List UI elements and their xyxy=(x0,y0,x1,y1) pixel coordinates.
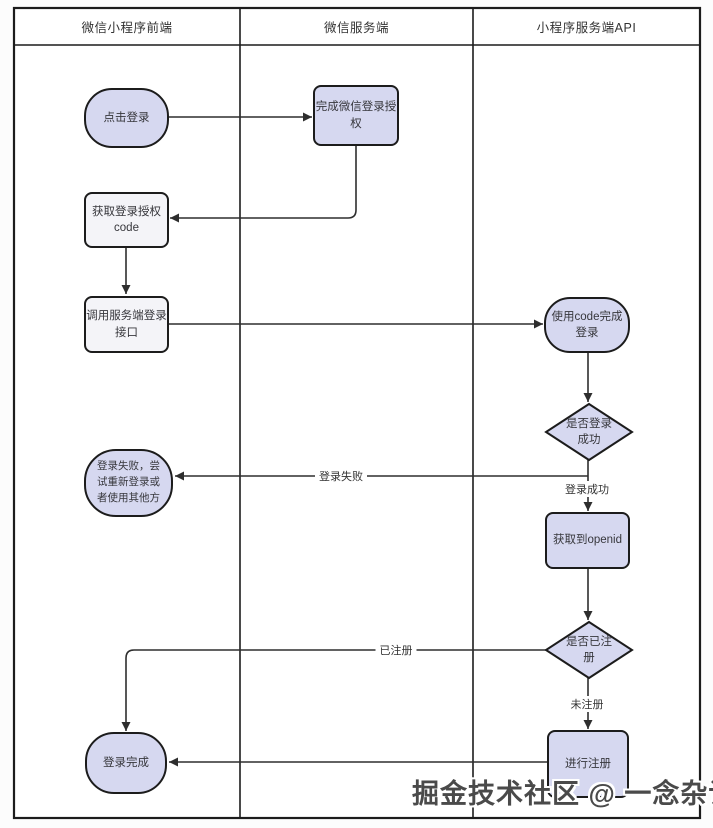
node-shape-click-login xyxy=(84,88,169,148)
node-shape-use-code-login xyxy=(544,297,630,353)
edge-label-registered-no: 未注册 xyxy=(566,696,608,712)
node-shape-login-success-decision xyxy=(544,402,634,462)
node-shape-registered-decision xyxy=(544,620,634,680)
edge-auth-to-code xyxy=(170,145,357,223)
watermark: 掘金技术社区 @ 一念杂记 xyxy=(412,779,713,809)
node-shape-login-complete xyxy=(85,732,167,794)
edge-label-decision-to-openid: 登录成功 xyxy=(561,481,613,497)
node-shape-do-register xyxy=(547,730,629,798)
node-shape-got-openid xyxy=(545,512,630,569)
lane-header-wechat-server: 微信服务端 xyxy=(323,21,389,35)
node-shape-get-auth-code xyxy=(84,192,169,248)
edge-label-decision-to-fail: 登录失败 xyxy=(315,468,367,484)
lane-header-wechat-miniprogram-frontend: 微信小程序前端 xyxy=(81,21,173,35)
lane-header-miniprogram-server-api: 小程序服务端API xyxy=(536,21,637,35)
node-shape-complete-wechat-auth xyxy=(313,85,399,146)
edge-registered-yes xyxy=(121,649,546,731)
node-shape-call-server-login xyxy=(84,296,169,353)
node-shape-login-fail-note xyxy=(84,449,173,517)
edge-label-registered-yes: 已注册 xyxy=(375,642,417,658)
